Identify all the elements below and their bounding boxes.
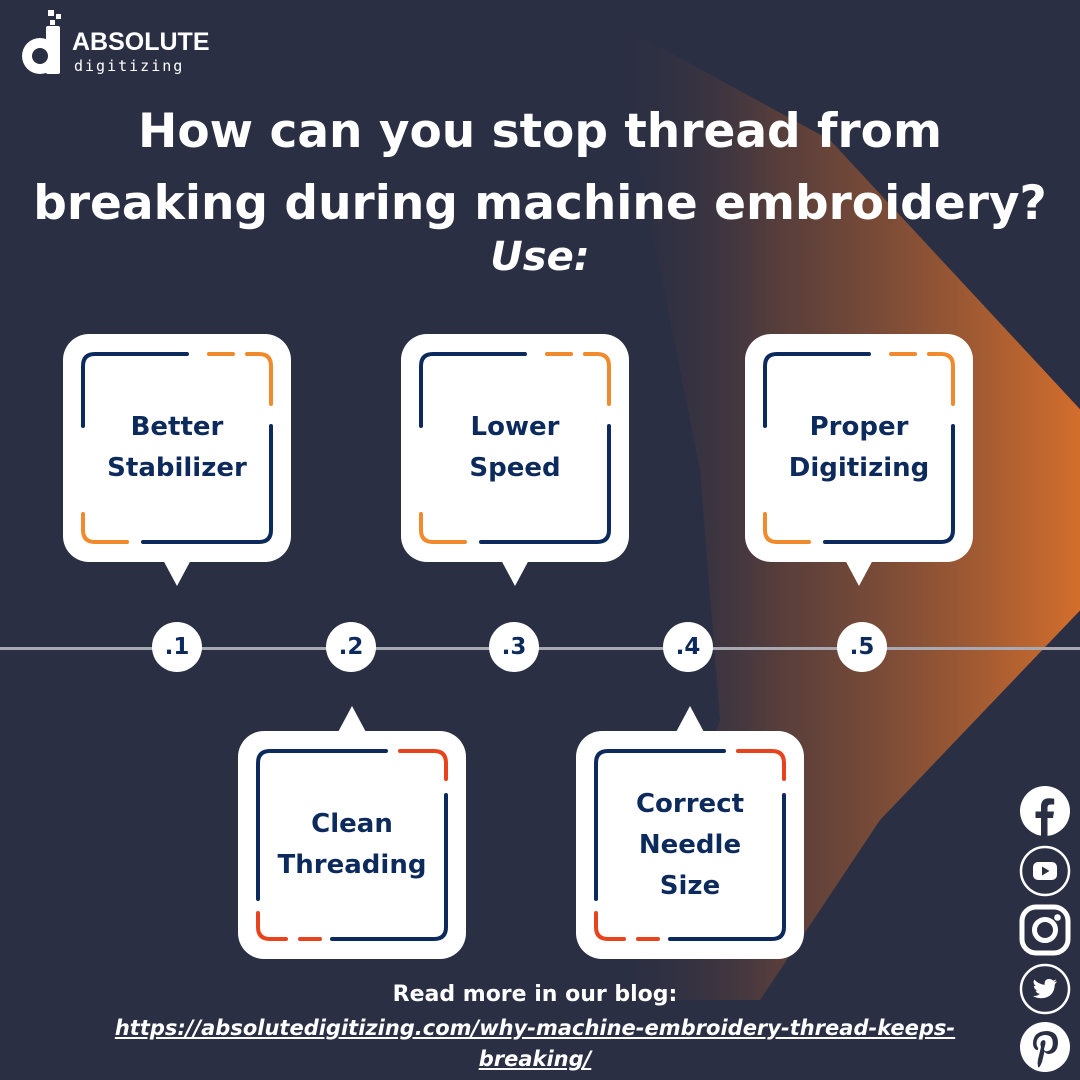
card-label-line-1: Clean <box>311 809 393 839</box>
youtube-icon[interactable] <box>1019 845 1071 897</box>
card-box: Better Stabilizer <box>63 334 291 562</box>
card-pointer <box>337 706 367 734</box>
step-number-2: .2 <box>326 622 376 672</box>
card-frame <box>256 749 448 941</box>
twitter-icon[interactable] <box>1019 963 1071 1015</box>
card-label-line-2: Speed <box>469 453 561 483</box>
card-label-line-2: Threading <box>277 850 427 880</box>
step-number-1: .1 <box>152 622 202 672</box>
card-pointer <box>844 558 874 586</box>
card-box: Correct Needle Size <box>576 731 804 959</box>
pinterest-icon[interactable] <box>1019 1021 1071 1073</box>
brand-name: ABSOLUTE <box>72 28 210 56</box>
card-pointer <box>675 706 705 734</box>
step-number-4: .4 <box>663 622 713 672</box>
card-label-line-1: Better <box>130 412 224 442</box>
card-frame <box>763 352 955 544</box>
title-line-2: breaking during machine embroidery? <box>33 176 1047 231</box>
card-label-line-2: Stabilizer <box>107 453 247 483</box>
card-box: Clean Threading <box>238 731 466 959</box>
timeline-line <box>0 647 1080 650</box>
card-label: Clean Threading <box>252 731 452 959</box>
facebook-icon[interactable] <box>1019 785 1071 837</box>
card-frame <box>594 749 786 941</box>
use-label: Use: <box>490 234 590 280</box>
title-line-1: How can you stop thread from <box>138 104 942 159</box>
card-label-line-1: Correct <box>635 788 745 819</box>
card-label-line-2: Digitizing <box>788 453 930 483</box>
logo-d-icon <box>22 10 61 74</box>
blog-heading: Read more in our blog: <box>392 982 678 1007</box>
step-number-5: .5 <box>837 622 887 672</box>
brand-logo: ABSOLUTE digitizing <box>20 10 220 80</box>
card-box: Lower Speed <box>401 334 629 562</box>
card-label: Correct Needle Size <box>590 731 790 959</box>
blog-link[interactable]: https://absolutedigitizing.com/why-machi… <box>114 1016 956 1071</box>
card-label: Proper Digitizing <box>759 334 959 562</box>
card-pointer <box>500 558 530 586</box>
card-label-line-2: Needle <box>638 829 742 860</box>
card-frame <box>419 352 611 544</box>
card-label-line-1: Proper <box>809 412 909 442</box>
card-box: Proper Digitizing <box>745 334 973 562</box>
card-frame <box>81 352 273 544</box>
page-title: How can you stop thread from breaking du… <box>0 96 1080 240</box>
card-label-line-1: Lower <box>470 412 560 442</box>
card-label: Better Stabilizer <box>77 334 277 562</box>
card-pointer <box>162 558 192 586</box>
step-number-3: .3 <box>489 622 539 672</box>
card-label: Lower Speed <box>415 334 615 562</box>
card-label-line-3: Size <box>659 870 721 901</box>
brand-subtitle: digitizing <box>74 57 185 75</box>
instagram-icon[interactable] <box>1019 904 1071 956</box>
